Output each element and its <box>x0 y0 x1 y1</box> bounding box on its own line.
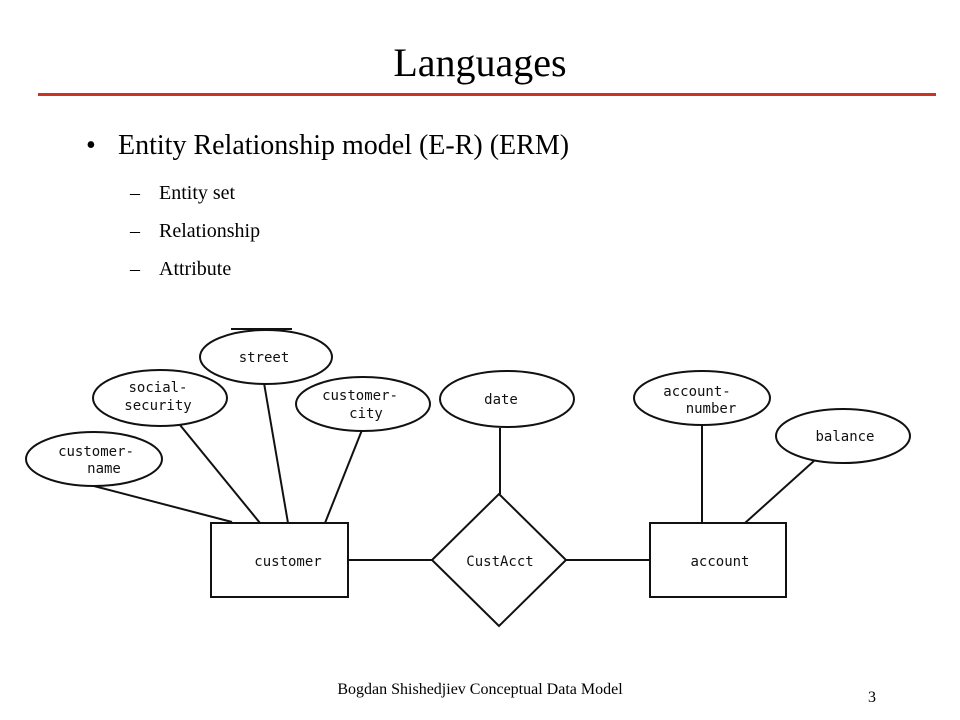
label-relationship-custacct: CustAcct <box>466 554 533 570</box>
sub-bullet-list: –Entity set –Relationship –Attribute <box>130 174 260 288</box>
connector-balance <box>744 459 816 524</box>
dash-marker: – <box>130 258 140 280</box>
entity-customer <box>210 522 349 598</box>
dash-marker: – <box>130 220 140 242</box>
connector-customer-city <box>324 429 363 524</box>
sub-item-label: Entity set <box>159 182 236 204</box>
slide-title: Languages <box>393 40 567 85</box>
connector-street <box>263 382 289 524</box>
attribute-customer-city <box>295 376 431 432</box>
bullet-text: Entity Relationship model (E-R) (ERM) <box>118 130 570 161</box>
connector-customer-name <box>89 484 233 523</box>
entity-account <box>649 522 787 598</box>
attribute-balance <box>775 408 911 464</box>
sub-item-label: Attribute <box>159 258 232 280</box>
title-divider <box>38 93 936 96</box>
attribute-account-number <box>633 370 771 426</box>
label-entity-account: account <box>690 554 749 570</box>
dash-marker: – <box>130 182 140 204</box>
attribute-customer-name <box>25 431 163 487</box>
footer-text: Bogdan Shishedjiev Conceptual Data Model <box>337 681 623 698</box>
label-social-security: social-security <box>124 380 191 414</box>
page-number: 3 <box>868 689 876 706</box>
label-entity-customer: customer <box>254 554 321 570</box>
attribute-date <box>439 370 575 428</box>
label-customer-name: customer-name <box>58 444 134 477</box>
attribute-social-security <box>92 369 228 427</box>
sub-item-attribute: –Attribute <box>130 250 260 288</box>
label-date: date <box>484 392 518 408</box>
sub-item-relationship: –Relationship <box>130 212 260 250</box>
bullet-marker: • <box>86 130 96 161</box>
label-balance: balance <box>815 429 874 445</box>
sub-item-label: Relationship <box>159 220 261 242</box>
label-account-number: account-number <box>663 384 736 417</box>
label-street: street <box>239 350 290 366</box>
bullet-item: • Entity Relationship model (E-R) (ERM) <box>86 129 569 163</box>
relationship-custacct <box>430 492 568 628</box>
sub-item-entity-set: –Entity set <box>130 174 260 212</box>
connector-social-security <box>179 424 261 524</box>
label-customer-city: customer-city <box>322 388 398 422</box>
